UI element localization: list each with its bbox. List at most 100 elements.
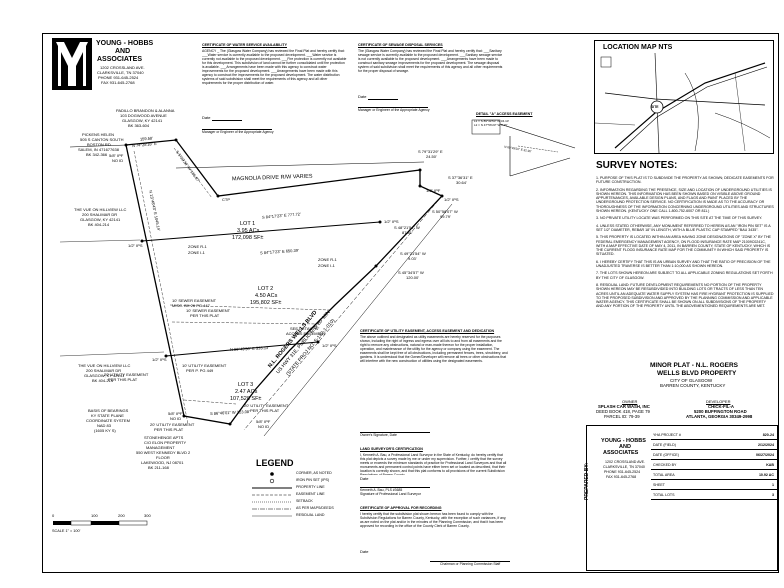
survey-note: 4. UNLESS STATED OTHERWISE, ANY MONUMENT… — [596, 223, 771, 232]
basis-1: BASIS OF BEARINGS — [88, 408, 129, 413]
scale-tick-300: 300 — [144, 513, 151, 518]
adjoiner-3-book: BK 404-214 — [88, 222, 110, 227]
easement-2: 10' SEWER EASEMENT — [186, 308, 231, 313]
location-map-site: SITE — [651, 105, 659, 109]
pin-label: NO ID — [170, 416, 182, 421]
tb-firm-addr-2: CLARKSVILLE, TN 37040 — [603, 465, 645, 469]
scale-tick-0: 0 — [52, 513, 55, 518]
adjoiner-3-name: THE VUE ON HILLVIEW LLC — [74, 207, 127, 212]
bearing-4: S 79°31'29" E — [418, 149, 443, 154]
easement-3-ref: PER P. PG 449 — [186, 368, 214, 373]
owner-heading: OWNER — [622, 399, 638, 404]
pin-label: NO ID — [112, 158, 124, 163]
approval-cert-sig: Chairman or Planning Commission Staff — [440, 562, 501, 566]
adjoiner-2-name: PICKENS HELEN — [82, 132, 115, 137]
survey-note: 8. RESIDUAL LAND: FUTURE DEVELOPMENT REQ… — [596, 282, 774, 309]
bearing-6: S 50°58'07" W — [432, 209, 458, 214]
adjoiner-2-book: BK 342-366 — [86, 152, 108, 157]
firm-address-1: 1202 CROSSLAND AVE. — [100, 65, 145, 70]
pin-label: 1/2" IPS — [128, 243, 143, 248]
title-block-key: SHEET — [653, 482, 665, 487]
title-block-value: 3 — [772, 492, 774, 497]
easement-1: 10' SEWER EASEMENT — [172, 298, 217, 303]
title-info-block: PREPARED BY: YOUNG - HOBBS AND ASSOCIATE… — [584, 425, 778, 571]
legend-list: CORNER, AS NOTED IRON PIN SET (IPS) PROP… — [296, 471, 334, 520]
bearing-9-dist: 120.00' — [406, 275, 419, 280]
adjoiner-6-care: C/O ELON PROPERTY — [144, 440, 187, 445]
lot-3-acres: 2.47 ACs — [235, 389, 258, 395]
pin-label: 5/8" IPF — [256, 419, 271, 424]
adjoiner-2-city: SALEM, IN 471677638 — [78, 147, 119, 152]
adjoiner-4-addr: 200 SHALIMAR DR — [86, 368, 122, 373]
survey-notes-list: 1. PURPOSE OF THIS PLAT IS TO SUBDIVIDE … — [596, 176, 774, 309]
easement-2-ref: PER THIS PLAT — [190, 313, 220, 318]
adjoiner-2-addr2: BOSTON RD — [87, 142, 111, 147]
pin-label: 1/2" IPS — [322, 343, 337, 348]
title-block-key: CHECKED BY — [653, 462, 677, 467]
sheet-border — [42, 33, 779, 573]
tb-firm-name-2: AND — [619, 444, 631, 450]
adjoiner-3-addr: 200 SHALIMAR DR — [82, 212, 118, 217]
adjoiner-6-floor: FLOOR — [156, 455, 170, 460]
adjoiner-1-book: BK 363-604 — [128, 123, 150, 128]
pin-label: 1/2" IPS — [444, 197, 459, 202]
bearing-8-dist: 9.03' — [408, 256, 417, 261]
easement-5: 20' UTILITY EASEMENT — [150, 422, 195, 427]
legend-item: SETBACK — [296, 499, 313, 503]
lot-2-acres: 4.50 ACs — [255, 293, 278, 299]
surveyor-cert-body: I, Kenneth A. Bau, a Professional Land S… — [360, 453, 507, 475]
pin-label: 5/8" IPF — [168, 411, 183, 416]
adjoiner-4-book: BK 404-214 — [92, 378, 114, 383]
title-block-value: 2/12/2024 — [758, 442, 774, 447]
water-cert-date: Date — [202, 115, 211, 120]
lot-1-sqft: 172,098 SF± — [232, 235, 264, 241]
detail-a-title: DETAIL "A" ACCESS EASEMENT — [476, 112, 533, 116]
adjoiner-1-city: GLASGOW, KY 42141 — [122, 118, 163, 123]
bearing-7-dist: 87.81' — [402, 230, 413, 235]
approval-cert-body: I hereby certify that the subdivision pl… — [360, 512, 507, 528]
adjoiner-1-addr: 103 DOGWOOD AVENUE — [120, 113, 167, 118]
detail-a-drawing — [471, 119, 576, 177]
water-cert-title: CERTIFICATE OF WATER SERVICE AVAILABILIT… — [202, 43, 287, 47]
lot-2-label: LOT 2 — [258, 286, 274, 292]
survey-note: 1. PURPOSE OF THIS PLAT IS TO SUBDIVIDE … — [596, 176, 774, 185]
sewer-cert-sig: Manager or Engineer of the Appropriate A… — [358, 108, 430, 112]
pin-label: 1/2" IPS — [152, 357, 167, 362]
firm-phone: PHONE 931-645-2524 — [98, 75, 139, 80]
firm-address-2: CLARKSVILLE, TN 37040 — [97, 70, 144, 75]
survey-note: 7. THE LOTS SHOWN HEREON ARE SUBJECT TO … — [596, 271, 773, 280]
adjoiner-6-addr: 550 WEST KENNEDY BLVD 2 — [136, 450, 191, 455]
pin-label: NO ID — [258, 424, 270, 429]
surveyor-cert-name: Kenneth A. Bau, PLS #3685 — [360, 488, 403, 492]
survey-note: 3. NO PRIVATE UTILITY LOCATE WAS PERFORM… — [596, 216, 763, 221]
basis-5: (1605 KY S) — [94, 428, 116, 433]
bearing-6-dist: 99.79' — [440, 214, 451, 219]
adjoiner-6-mgmt: MANAGEMENT — [146, 445, 175, 450]
easement-1-ref: MISC. BK 26 PG 447 — [172, 303, 210, 308]
developer-name: CHICK-FIL-A — [708, 404, 735, 409]
surveyor-cert-date: Date — [360, 476, 369, 481]
title-line-1: MINOR PLAT - N.L. ROGERS — [650, 362, 738, 369]
owner-deed: DEED BOOK 418, PAGE 79 — [596, 409, 650, 414]
pin-label: CTP — [222, 197, 230, 202]
bearing-5-dist: 30.64' — [456, 180, 467, 185]
bearing-5: S 37°36'31" E — [448, 175, 473, 180]
utility-cert-sig: Owner's Signature, Date — [360, 433, 397, 437]
legend-title: LEGEND — [256, 458, 294, 468]
easement-5-ref: PER THIS PLAT — [154, 427, 184, 432]
bearing-4-dist: 24.50' — [426, 154, 437, 159]
firm-logo — [52, 38, 92, 90]
firm-fax: FAX 931-645-2768 — [101, 80, 135, 85]
location-map-drawing — [595, 53, 771, 153]
firm-name-2: AND — [115, 48, 131, 55]
basis-2: KY STATE PLANE — [91, 413, 124, 418]
bearing-8: S 49°21'54" W — [400, 251, 426, 256]
scale-bar — [53, 520, 148, 526]
easement-6: 20' UTILITY EASEMENT — [244, 403, 289, 408]
firm-name-1: YOUNG - HOBBS — [96, 40, 154, 47]
adjoiner-4-name: THE VUE ON HILLVIEW LLC — [78, 363, 131, 368]
easement-4: 20' UTILITY EASEMENT — [104, 372, 149, 377]
